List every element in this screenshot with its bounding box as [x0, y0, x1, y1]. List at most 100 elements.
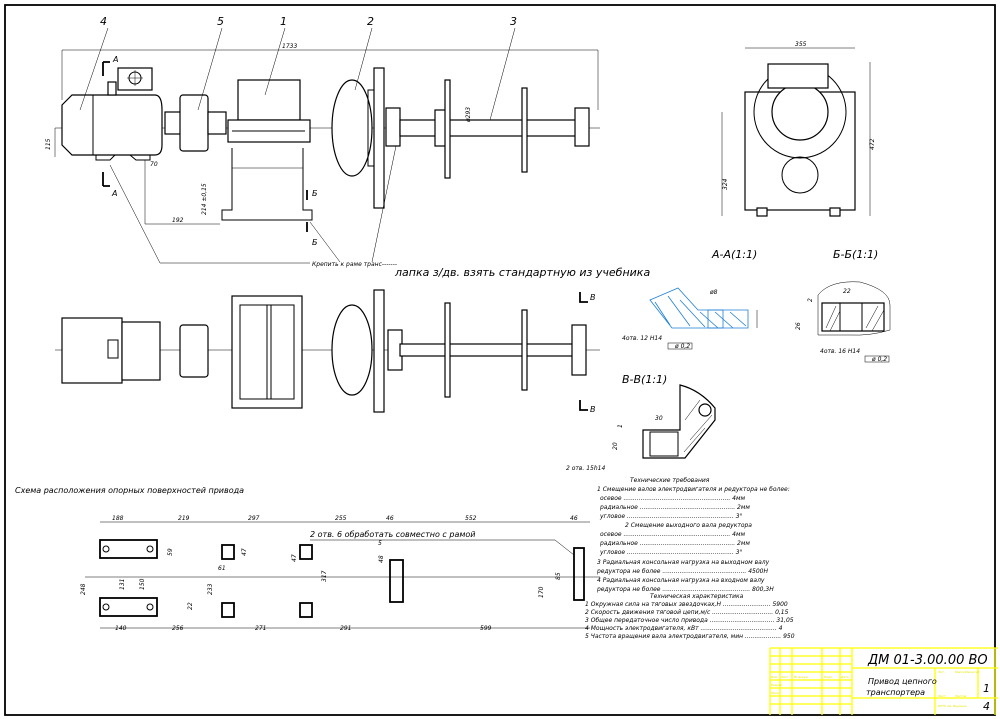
callout-1: 1 [280, 15, 287, 28]
section-vv: В-В(1:1) 30 1 20 2 отв. 15h14 [566, 373, 716, 472]
dim-vv-small: 1 [617, 424, 624, 428]
dim-5: 5 [378, 540, 382, 547]
characteristic-line: 4 Мощность электродвигателя, кВт .......… [585, 625, 783, 632]
section-mark-a: А [112, 55, 118, 64]
coupling [179, 94, 209, 152]
electric-motor [61, 67, 163, 161]
dim-overall-length: 1733 [282, 43, 297, 50]
section-aa: А-А(1:1) ø8 4отв. 12 H14 ø 0,2 [622, 248, 757, 350]
note-motor-paw: лапка з/дв. взять стандартную из учебник… [394, 266, 650, 279]
dim-top: 46 [570, 515, 578, 522]
sheet-count: 4 [983, 700, 990, 713]
tb-label: Изм [771, 675, 778, 679]
dim-top: 297 [248, 515, 260, 522]
dim-214: 214 ±0,15 [201, 183, 208, 215]
dim-d293: ø293 [465, 107, 472, 123]
dim-115: 115 [45, 138, 52, 150]
dim-170: 170 [538, 586, 545, 598]
dim-bottom: 271 [255, 625, 266, 632]
dim-192: 192 [172, 217, 184, 224]
tb-label: Лист [780, 675, 789, 679]
requirement-line: угловое ................................… [599, 513, 743, 520]
dim-bottom: 256 [172, 625, 184, 632]
drawing-name: транспортера [866, 688, 925, 697]
requirement-line: 4 Радиальная консольная нагрузка на вход… [597, 577, 765, 584]
drawing-code: ДМ 01-3.00.00 ВО [867, 653, 988, 668]
dim-47: 47 [291, 554, 298, 562]
section-aa-holes: 4отв. 12 H14 [622, 335, 662, 342]
electric-motor-plan [61, 317, 123, 384]
tb-label: Лист [937, 694, 946, 698]
requirement-line: радиальное .............................… [599, 540, 750, 547]
dim-61: 61 [218, 565, 226, 572]
plan-view: В В [55, 289, 600, 414]
section-mark-b: Б [312, 238, 318, 247]
dim-top: 219 [178, 515, 190, 522]
dim-top: 188 [112, 515, 124, 522]
tb-label: № докум. [793, 675, 809, 679]
requirement-line: 1 Смещение валов электродвигателя и реду… [597, 486, 790, 493]
tb-label: Пров. [771, 691, 780, 695]
dim-233: 233 [207, 583, 214, 595]
tb-label: Подп. [824, 675, 833, 679]
callout-3: 3 [510, 15, 517, 28]
tb-label: Разраб. [771, 683, 783, 687]
section-aa-title: А-А(1:1) [711, 248, 757, 261]
characteristic-line: 5 Частота вращения вала электродвигателя… [585, 633, 795, 640]
dim-131: 131 [119, 579, 126, 590]
drawing-name: Привод цепного [868, 677, 937, 686]
tb-label: Масштаб [965, 670, 979, 674]
section-mark-a: А [111, 189, 117, 198]
requirement-line: осевое .................................… [600, 495, 746, 502]
dim-317: 317 [321, 570, 328, 582]
tb-label: МГТУ им. Баумана [938, 704, 967, 708]
dim-bb-small: 2 [807, 298, 814, 302]
front-view: 1733 115 70 192 214 ±0,15 ø293 4 5 1 2 3… [45, 15, 650, 279]
sheet-frame [4, 4, 996, 716]
section-vv-holes: 2 отв. 15h14 [566, 465, 605, 472]
dim-bb-width: 22 [843, 288, 851, 295]
tb-label: Масса [955, 670, 965, 674]
dim-59: 59 [167, 548, 174, 556]
section-bb-title: Б-Б(1:1) [833, 248, 878, 261]
reducer [221, 79, 313, 221]
characteristic-line: 3 Общее передаточное число привода .....… [585, 617, 794, 624]
requirement-line: 3 Радиальная консольная нагрузка на выхо… [597, 559, 770, 566]
dim-248: 248 [80, 583, 87, 595]
dim-side-width: 355 [795, 41, 807, 48]
section-mark-b: Б [312, 189, 318, 198]
callout-5: 5 [217, 15, 224, 28]
dim-70: 70 [150, 161, 158, 168]
tb-label: Листов [954, 694, 966, 698]
support-scheme: Схема расположения опорных поверхностей … [15, 486, 600, 632]
characteristics-title: Техническая характеристика [650, 593, 744, 600]
sheet-number: 1 [983, 682, 990, 695]
sprocket [331, 79, 373, 177]
characteristic-line: 1 Окружная сила на тяговых звездочках,Н … [585, 601, 788, 608]
section-mark-v: В [590, 405, 596, 414]
tolerance-frame: ø 0,2 [871, 356, 887, 363]
dim-47: 47 [241, 548, 248, 556]
dim-top: 46 [386, 515, 394, 522]
characteristic-line: 2 Скорость движения тяговой цепи,м/с ...… [585, 609, 789, 616]
tb-label: Лит. [937, 670, 945, 674]
traction-sprocket [444, 79, 451, 179]
requirements-title: Технические требования [630, 477, 710, 484]
requirement-line: редуктора не более .....................… [596, 586, 774, 593]
requirement-line: 2 Смещение выходного вала редуктора [625, 522, 752, 529]
traction-sprocket [521, 87, 528, 173]
dim-48: 48 [378, 555, 385, 563]
dim-22: 22 [187, 602, 194, 610]
title-block: ДМ 01-3.00.00 ВО Привод цепного транспор… [769, 647, 998, 715]
requirement-line: радиальное .............................… [599, 504, 750, 511]
technical-requirements: Технические требования 1 Смещение валов … [585, 477, 795, 640]
dim-vv-height: 20 [612, 442, 619, 450]
section-bb-holes: 4отв. 16 H14 [820, 348, 860, 355]
section-vv-title: В-В(1:1) [622, 373, 667, 386]
side-view: 355 472 324 [721, 41, 876, 217]
dim-85: 85 [555, 572, 562, 580]
dim-bb-height: 26 [795, 322, 802, 330]
scheme-note: 2 отв. 6 обработать совместно с рамой [310, 530, 475, 539]
dim-vv-width: 30 [655, 415, 663, 422]
